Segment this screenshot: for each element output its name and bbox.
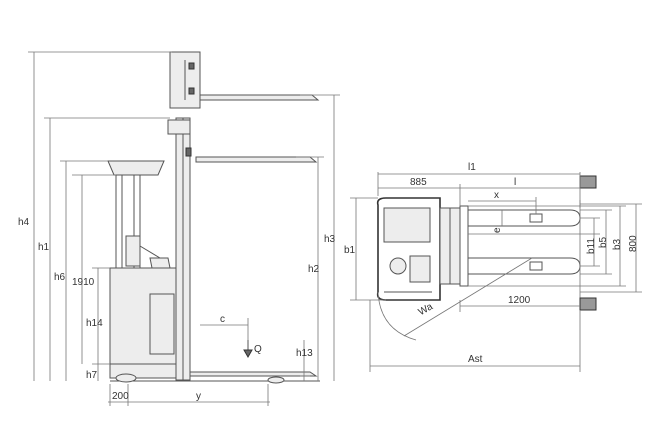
label-885: 885 xyxy=(410,177,427,188)
drive-wheel xyxy=(115,373,137,383)
turning-arc xyxy=(377,291,417,341)
label-800: 800 xyxy=(628,235,639,252)
mid-fork xyxy=(195,156,318,163)
label-b11: b11 xyxy=(586,238,597,254)
label-b5: b5 xyxy=(598,236,609,248)
label-1200: 1200 xyxy=(508,295,531,306)
tiller-handle xyxy=(149,257,171,269)
raised-carriage-bolt-2 xyxy=(188,87,195,95)
label-e: e xyxy=(492,227,503,233)
label-l1: l1 xyxy=(468,162,476,173)
label-y: y xyxy=(196,391,201,402)
load-arrow-head xyxy=(243,349,253,359)
top-battery xyxy=(409,255,431,283)
wall-marker-top xyxy=(579,175,597,189)
top-steering-wheel xyxy=(389,257,407,275)
label-1910: 1910 xyxy=(72,277,95,288)
label-b3: b3 xyxy=(612,238,623,250)
wa-radius-line xyxy=(403,257,533,337)
top-load-wheel-upper xyxy=(529,213,543,223)
label-c: c xyxy=(220,314,225,325)
overhead-guard xyxy=(107,160,165,176)
label-l: l xyxy=(514,177,516,188)
raised-carriage-bolt-1 xyxy=(188,62,195,70)
label-h7: h7 xyxy=(86,370,98,381)
top-chassis xyxy=(376,197,441,301)
control-panel xyxy=(125,235,141,267)
label-ast: Ast xyxy=(468,354,483,365)
raised-fork xyxy=(199,94,320,101)
wall-marker-bottom xyxy=(579,297,597,311)
label-200: 200 xyxy=(112,391,129,402)
lowered-fork xyxy=(189,371,318,377)
mast-roller xyxy=(185,147,192,157)
label-h6: h6 xyxy=(54,272,66,283)
label-b1: b1 xyxy=(344,245,356,256)
side-view: c Q h4 h1 h6 1910 h14 h7 200 y xyxy=(18,51,340,406)
top-load-wheel-lower xyxy=(529,261,543,271)
top-view: Wa l1 885 l x e b1 1200 Ast xyxy=(344,162,642,372)
label-h4: h4 xyxy=(18,217,30,228)
top-control-panel xyxy=(383,207,431,243)
label-x: x xyxy=(494,190,499,201)
label-h13: h13 xyxy=(296,348,313,359)
top-fork-lower xyxy=(467,257,581,275)
tiller-arm xyxy=(139,245,161,259)
top-carriage-plate xyxy=(459,205,469,287)
label-h3: h3 xyxy=(324,234,336,245)
load-wheel xyxy=(267,376,285,384)
label-q: Q xyxy=(254,344,262,355)
label-h14: h14 xyxy=(86,318,103,329)
label-wa: Wa xyxy=(417,301,436,318)
mast-top-head xyxy=(167,119,191,135)
label-h1: h1 xyxy=(38,242,50,253)
battery-cover xyxy=(149,293,175,355)
label-h2: h2 xyxy=(308,264,320,275)
top-fork-upper xyxy=(467,209,581,227)
